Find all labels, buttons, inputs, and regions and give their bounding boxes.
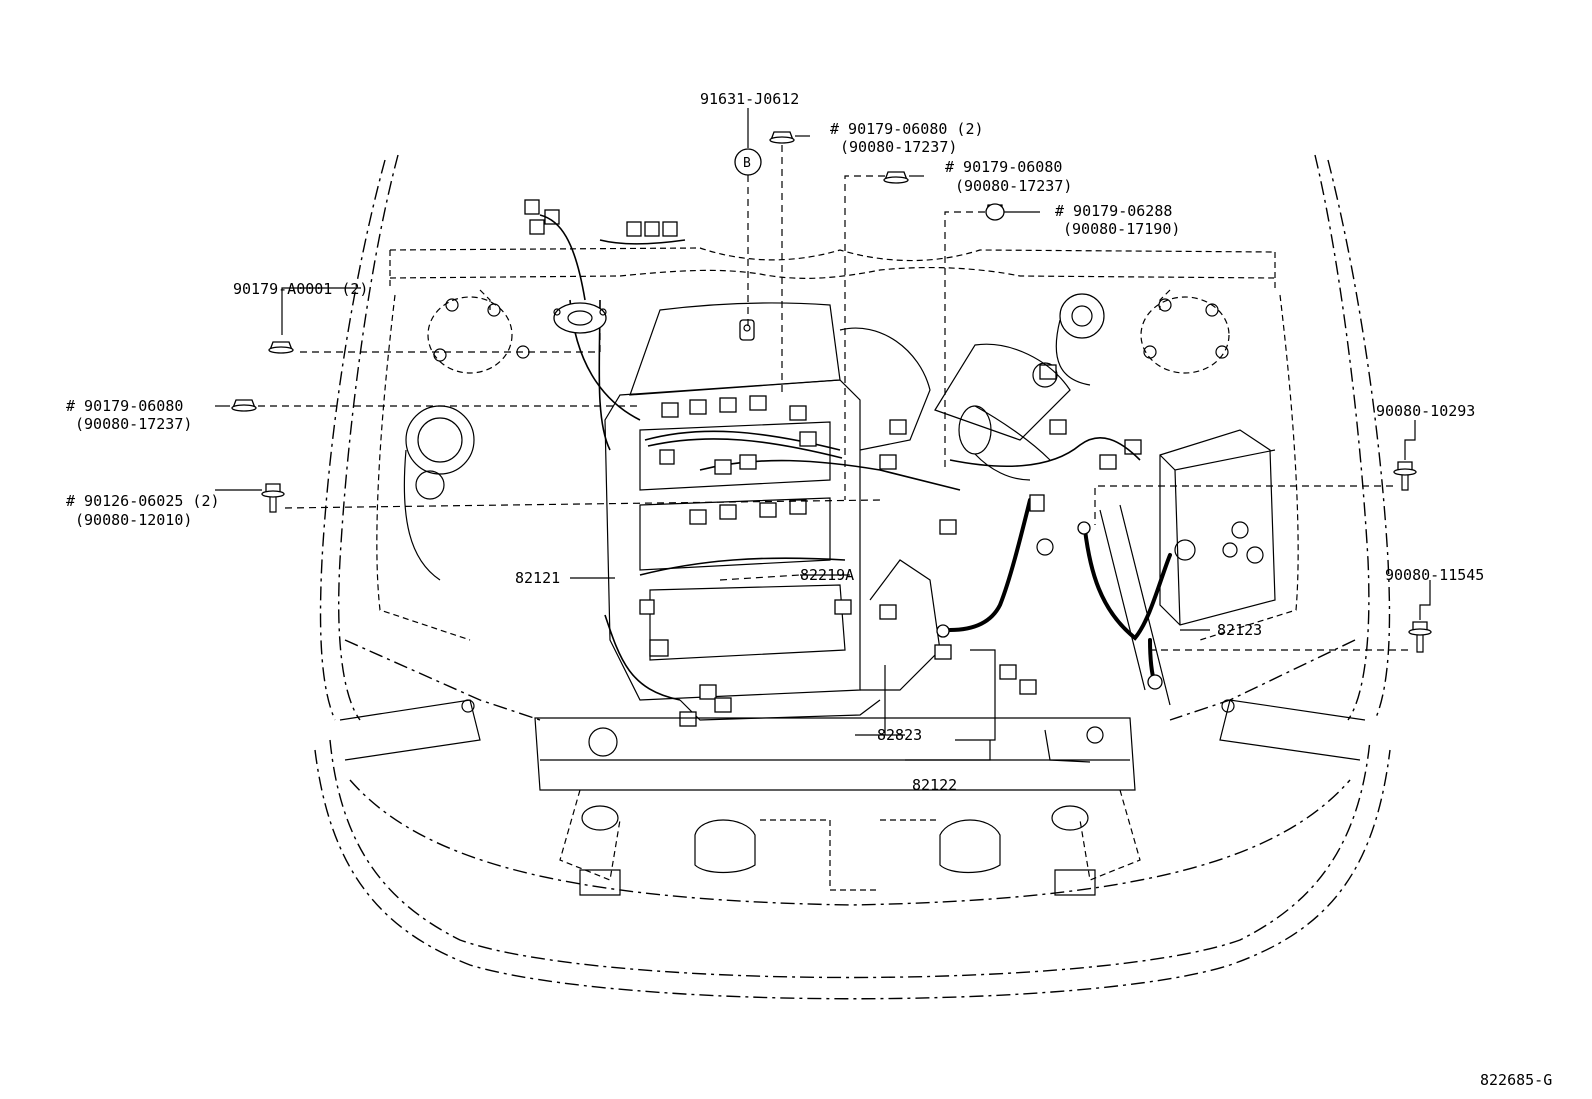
label-90126-06025: # 90126-06025 (2) — [66, 492, 220, 510]
air-intake — [934, 343, 1141, 481]
label-90179-A0001: 90179-A0001 (2) — [233, 280, 368, 298]
cap-nut-icon — [985, 203, 1005, 221]
label-90179-06080-2: # 90179-06080 (2) — [830, 120, 984, 138]
label-82219A: 82219A — [800, 566, 854, 584]
label-82122: 82122 — [912, 776, 957, 794]
label-91631-J0612: 91631-J0612 — [700, 90, 799, 108]
label-82121: 82121 — [515, 569, 560, 587]
battery-cables — [936, 494, 1196, 706]
lower-bumper — [339, 699, 1366, 761]
coolant-reservoir — [1032, 293, 1105, 388]
battery — [1159, 429, 1276, 626]
fasteners — [231, 131, 1432, 653]
clamp-icon — [739, 319, 755, 341]
bolt-icon — [1408, 621, 1432, 653]
label-90080-12010: (90080-12010) — [75, 511, 192, 529]
label-90179-06288: # 90179-06288 — [1055, 202, 1172, 220]
flange-nut-icon — [769, 131, 795, 144]
figure-id: 822685-G — [1480, 1071, 1552, 1089]
label-82123: 82123 — [1217, 621, 1262, 639]
label-90080-17190: (90080-17190) — [1063, 220, 1180, 238]
washer-reservoir — [403, 405, 475, 581]
horns — [694, 819, 1001, 891]
label-90080-10293: 90080-10293 — [1376, 402, 1475, 420]
vehicle-body-outline — [314, 154, 1391, 1000]
leader-lines — [215, 108, 1431, 761]
engine-assembly — [524, 199, 1142, 727]
label-90179-06080-c: # 90179-06080 — [66, 397, 183, 415]
part-labels: 91631-J0612 B # 90179-06080 (2) (90080-1… — [66, 90, 1552, 1089]
flange-nut-icon — [231, 399, 257, 412]
label-90080-17237-b: (90080-17237) — [955, 177, 1072, 195]
label-90080-17237-a: (90080-17237) — [840, 138, 957, 156]
radiator-support — [534, 717, 1141, 896]
bolt-icon — [1393, 461, 1417, 491]
label-90080-17237-c: (90080-17237) — [75, 415, 192, 433]
bolt-icon — [261, 483, 285, 513]
label-circle-b: B — [743, 156, 751, 171]
strut-tower-left — [427, 296, 530, 374]
label-90080-11545: 90080-11545 — [1385, 566, 1484, 584]
strut-tower-right — [1140, 296, 1230, 374]
label-90179-06080-b: # 90179-06080 — [945, 158, 1062, 176]
flange-nut-icon — [268, 341, 294, 354]
flange-nut-icon — [883, 171, 909, 184]
label-82823: 82823 — [877, 726, 922, 744]
